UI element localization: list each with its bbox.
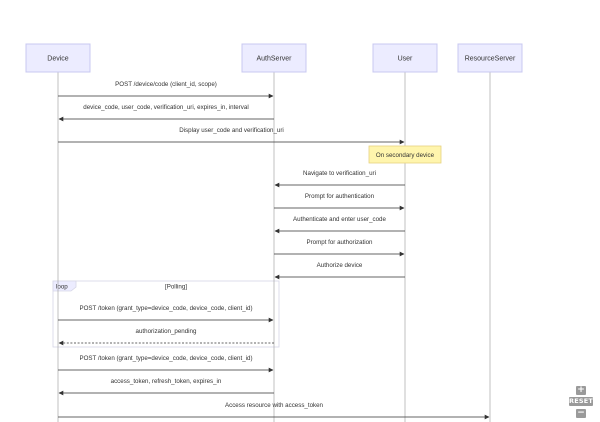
message-13: Access resource with access_token xyxy=(58,402,490,420)
message-4: Navigate to verification_uri xyxy=(274,170,405,188)
message-label: Authenticate and enter user_code xyxy=(293,216,386,223)
actor-box xyxy=(25,43,91,73)
message-7: Prompt for authorization xyxy=(274,239,405,257)
actor-user: User xyxy=(372,43,438,73)
message-5: Prompt for authentication xyxy=(274,193,405,211)
actor-resourceserver: ResourceServer xyxy=(457,43,523,73)
zoom-out-button[interactable]: − xyxy=(576,408,586,418)
message-11: POST /token (grant_type=device_code, dev… xyxy=(58,355,274,373)
actor-label: Device xyxy=(47,56,69,63)
message-label: POST /token (grant_type=device_code, dev… xyxy=(79,355,252,362)
reset-zoom-button[interactable]: RESET xyxy=(569,397,594,406)
message-2: device_code, user_code, verification_uri… xyxy=(58,104,274,122)
message-label: access_token, refresh_token, expires_in xyxy=(111,378,222,385)
actor-box xyxy=(457,43,523,73)
actor-label: User xyxy=(398,56,413,63)
message-8: Authorize device xyxy=(274,262,405,280)
loop-label: loop xyxy=(56,284,68,291)
note-box xyxy=(368,145,442,164)
actor-label: ResourceServer xyxy=(465,56,516,63)
note-on-secondary-device: On secondary device xyxy=(368,145,442,164)
message-label: Authorize device xyxy=(317,262,363,269)
actor-box xyxy=(241,43,307,73)
note-text: On secondary device xyxy=(376,152,435,159)
message-label: Navigate to verification_uri xyxy=(303,170,376,177)
message-12: access_token, refresh_token, expires_in xyxy=(58,378,274,396)
actor-label: AuthServer xyxy=(256,56,292,63)
message-9: POST /token (grant_type=device_code, dev… xyxy=(58,305,274,323)
message-label: Access resource with access_token xyxy=(225,402,324,409)
message-label: Prompt for authorization xyxy=(306,239,373,246)
actor-device: Device xyxy=(25,43,91,73)
message-label: POST /device/code (client_id, scope) xyxy=(115,81,217,88)
message-3: Display user_code and verification_uri xyxy=(58,127,405,145)
message-label: device_code, user_code, verification_uri… xyxy=(83,104,248,111)
message-1: POST /device/code (client_id, scope) xyxy=(58,81,274,99)
actor-box xyxy=(372,43,438,73)
zoom-controls: + RESET − xyxy=(569,386,593,418)
message-6: Authenticate and enter user_code xyxy=(274,216,405,234)
actor-authserver: AuthServer xyxy=(241,43,307,73)
message-label: authorization_pending xyxy=(136,328,197,335)
message-label: POST /token (grant_type=device_code, dev… xyxy=(79,305,252,312)
message-10: authorization_pending xyxy=(58,328,274,346)
message-label: Prompt for authentication xyxy=(305,193,375,200)
loop-frame-border xyxy=(52,280,280,348)
message-label: Display user_code and verification_uri xyxy=(179,127,284,134)
loop-condition: [Polling] xyxy=(165,284,187,291)
loop-label-tab xyxy=(52,280,77,292)
loop-frame: loop [Polling] xyxy=(52,280,280,348)
zoom-in-button[interactable]: + xyxy=(576,385,586,395)
